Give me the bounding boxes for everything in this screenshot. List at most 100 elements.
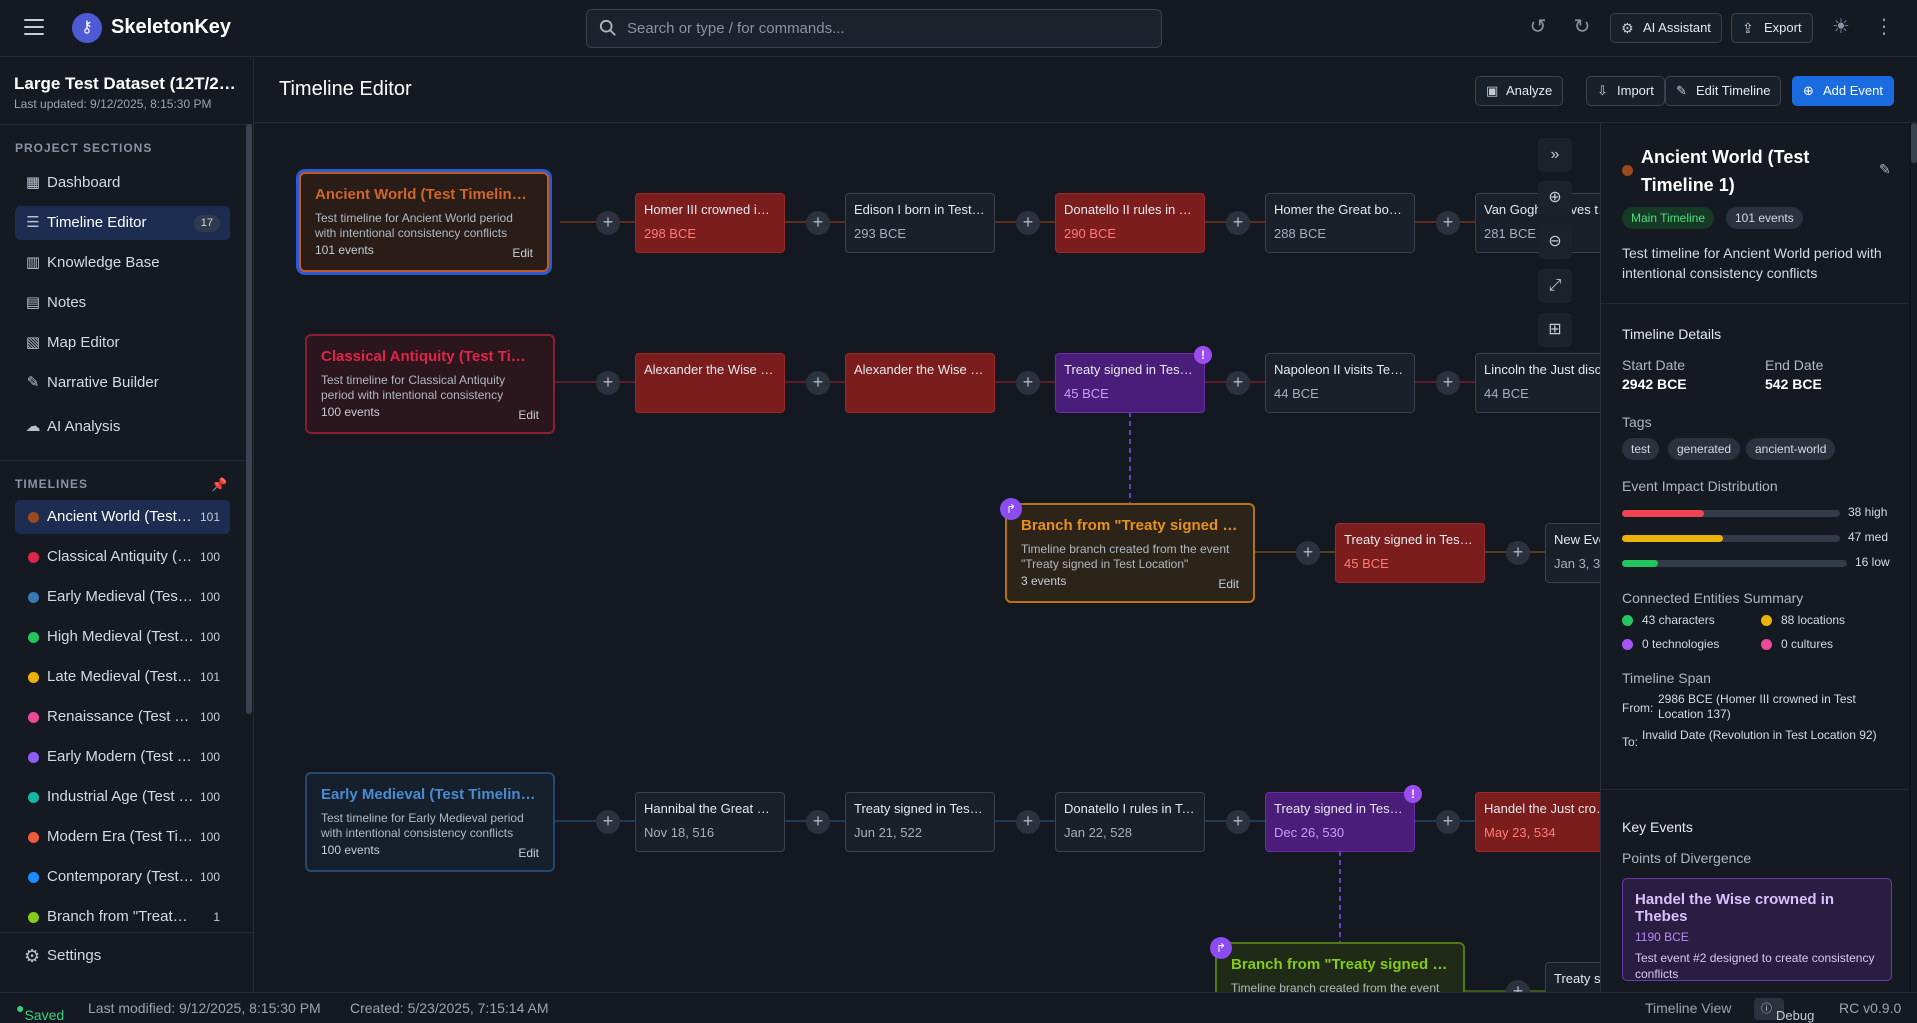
sidebar-timeline-item[interactable]: Late Medieval (Test Timeline 5)101: [15, 660, 230, 694]
status-bar: ● Saved Last modified: 9/12/2025, 8:15:3…: [0, 992, 1917, 1023]
more-options-icon[interactable]: ⋮: [1874, 16, 1894, 38]
timeline-color-dot: [1622, 165, 1633, 176]
add-event-plus-icon[interactable]: +: [1296, 541, 1320, 565]
add-event-plus-icon[interactable]: +: [596, 371, 620, 395]
timeline-card-edit-link[interactable]: Edit: [512, 246, 533, 260]
sidebar-timeline-item[interactable]: Renaissance (Test Timeline 6)100: [15, 700, 230, 734]
ai-chip-icon: ⚙: [1621, 20, 1634, 36]
sidebar-item-map-editor[interactable]: ▧Map Editor: [15, 326, 230, 360]
search-input[interactable]: [627, 10, 1147, 47]
fit-screen-icon[interactable]: ⤢: [1538, 269, 1572, 303]
sidebar-timeline-item[interactable]: Ancient World (Test Timeline 1)101: [15, 500, 230, 534]
sidebar-timeline-item[interactable]: Branch from "Treaty signed in Test Locat…: [15, 900, 230, 934]
edit-timeline-button[interactable]: ✎Edit Timeline: [1665, 76, 1782, 106]
event-date: Jan 22, 528: [1064, 825, 1132, 840]
tag-chip[interactable]: test: [1622, 438, 1660, 460]
pin-icon[interactable]: 📌: [211, 477, 228, 492]
panel-scrollbar-thumb[interactable]: [1911, 123, 1917, 163]
import-button[interactable]: ⇩Import: [1586, 76, 1665, 106]
event-card[interactable]: Hannibal the Great dies in Test Location…: [635, 792, 785, 852]
ai-assistant-button[interactable]: ⚙AI Assistant: [1610, 13, 1722, 43]
menu-icon[interactable]: [24, 19, 44, 35]
add-event-button[interactable]: ⊕Add Event: [1792, 76, 1894, 106]
add-event-plus-icon[interactable]: +: [806, 211, 830, 235]
theme-toggle-icon[interactable]: ☀: [1832, 16, 1850, 38]
add-event-plus-icon[interactable]: +: [1016, 371, 1040, 395]
zoom-in-icon[interactable]: ⊕: [1538, 181, 1572, 215]
add-event-plus-icon[interactable]: +: [1226, 810, 1250, 834]
timeline-card[interactable]: Classical Antiquity (Test Timeline 2) Te…: [305, 334, 555, 434]
sidebar-item-settings[interactable]: ⚙Settings: [15, 939, 230, 973]
add-event-plus-icon[interactable]: +: [1016, 211, 1040, 235]
sidebar-item-dashboard[interactable]: ▦Dashboard: [15, 166, 230, 200]
edit-icon[interactable]: ✎: [1879, 161, 1891, 177]
panel-scrollbar[interactable]: [1911, 123, 1917, 992]
conflict-warning-icon[interactable]: !: [1194, 346, 1212, 364]
timeline-card-edit-link[interactable]: Edit: [1218, 577, 1239, 591]
sidebar-item-notes[interactable]: ▤Notes: [15, 286, 230, 320]
sidebar-scrollbar[interactable]: [246, 124, 252, 714]
event-card[interactable]: Homer III crowned in Test Location 13729…: [635, 193, 785, 253]
add-event-plus-icon[interactable]: +: [1506, 541, 1530, 565]
sidebar-timeline-item[interactable]: Early Modern (Test Timeline 7)100: [15, 740, 230, 774]
zoom-out-icon[interactable]: ⊖: [1538, 225, 1572, 259]
timeline-card[interactable]: Ancient World (Test Timeline 1) Test tim…: [299, 172, 549, 272]
event-card[interactable]: Homer the Great born in Test Location288…: [1265, 193, 1415, 253]
event-card[interactable]: Treaty signed in Test Location: [1545, 962, 1600, 992]
branch-timeline-card[interactable]: ↱ Branch from "Treaty signed in Test Loc…: [1210, 937, 1465, 992]
sidebar-timeline-item[interactable]: Early Medieval (Test Timeline 3)100: [15, 580, 230, 614]
timeline-card-edit-link[interactable]: Edit: [518, 846, 539, 860]
event-card[interactable]: Edison I born in Test Location293 BCE: [845, 193, 995, 253]
add-event-plus-icon[interactable]: +: [596, 211, 620, 235]
grid-view-icon[interactable]: ⊞: [1538, 313, 1572, 347]
add-event-plus-icon[interactable]: +: [1506, 980, 1530, 992]
event-card[interactable]: Treaty signed in Test Location45 BCE: [1335, 523, 1485, 583]
add-event-plus-icon[interactable]: +: [806, 810, 830, 834]
sidebar-timeline-item[interactable]: High Medieval (Test Timeline 4)100: [15, 620, 230, 654]
sidebar-timeline-item[interactable]: Modern Era (Test Timeline 9)100: [15, 820, 230, 854]
event-card[interactable]: Treaty signed in Test Location45 BCE!: [1055, 346, 1212, 413]
add-event-plus-icon[interactable]: +: [596, 810, 620, 834]
timeline-card[interactable]: Early Medieval (Test Timeline 3) Test ti…: [305, 772, 555, 872]
redo-icon[interactable]: ↻: [1573, 16, 1591, 38]
sidebar-item-knowledge-base[interactable]: ▥Knowledge Base: [15, 246, 230, 280]
event-card[interactable]: Handel the Just crowned in Test Location…: [1475, 792, 1600, 852]
undo-icon[interactable]: ↺: [1529, 16, 1547, 38]
sidebar-item-ai-analysis[interactable]: ☁AI Analysis: [15, 410, 230, 444]
sidebar-timeline-item[interactable]: Contemporary (Test Timeline 10)100: [15, 860, 230, 894]
event-card[interactable]: Treaty signed in Test LocationDec 26, 53…: [1265, 785, 1422, 852]
collapse-panel-icon[interactable]: »: [1538, 138, 1572, 172]
add-event-plus-icon[interactable]: +: [1016, 810, 1040, 834]
event-card[interactable]: Donatello II rules in Test Location290 B…: [1055, 193, 1205, 253]
sidebar-timeline-item[interactable]: Industrial Age (Test Timeline 8)100: [15, 780, 230, 814]
tag-chip[interactable]: ancient-world: [1746, 438, 1836, 460]
event-card[interactable]: Donatello I rules in Test LocationJan 22…: [1055, 792, 1205, 852]
add-event-plus-icon[interactable]: +: [1436, 211, 1460, 235]
export-button[interactable]: ⇪Export: [1731, 13, 1813, 43]
event-card[interactable]: Alexander the Wise rules in Test Locatio…: [635, 353, 785, 413]
event-card[interactable]: New EventJan 3, 3: [1545, 523, 1600, 583]
key-event-card[interactable]: Handel the Wise crowned in Thebes 1190 B…: [1622, 878, 1892, 981]
timeline-card-edit-link[interactable]: Edit: [518, 408, 539, 422]
conflict-warning-icon[interactable]: !: [1404, 785, 1422, 803]
add-event-plus-icon[interactable]: +: [806, 371, 830, 395]
analyze-button[interactable]: ▣Analyze: [1475, 76, 1564, 106]
sidebar-timeline-item[interactable]: Classical Antiquity (Test Timeline 2)100: [15, 540, 230, 574]
timeline-canvas[interactable]: Ancient World (Test Timeline 1) Test tim…: [254, 123, 1600, 992]
add-event-plus-icon[interactable]: +: [1436, 810, 1460, 834]
event-card[interactable]: Alexander the Wise born in Test Location: [845, 353, 995, 413]
sidebar-item-narrative-builder[interactable]: ✎Narrative Builder: [15, 366, 230, 400]
add-event-plus-icon[interactable]: +: [1226, 211, 1250, 235]
event-card[interactable]: Lincoln the Just discovers Test Location…: [1475, 353, 1600, 413]
event-card[interactable]: Van Gogh I moves to Test Location281 BCE: [1475, 193, 1600, 253]
search-box[interactable]: [586, 9, 1162, 48]
event-date: 44 BCE: [1484, 386, 1529, 401]
event-card[interactable]: Treaty signed in Test LocationJun 21, 52…: [845, 792, 995, 852]
add-event-plus-icon[interactable]: +: [1436, 371, 1460, 395]
add-event-plus-icon[interactable]: +: [1226, 371, 1250, 395]
branch-timeline-card[interactable]: ↱ Branch from "Treaty signed in Test Loc…: [1000, 498, 1255, 603]
event-card[interactable]: Napoleon II visits Test Location44 BCE: [1265, 353, 1415, 413]
tag-chip[interactable]: generated: [1668, 438, 1741, 460]
